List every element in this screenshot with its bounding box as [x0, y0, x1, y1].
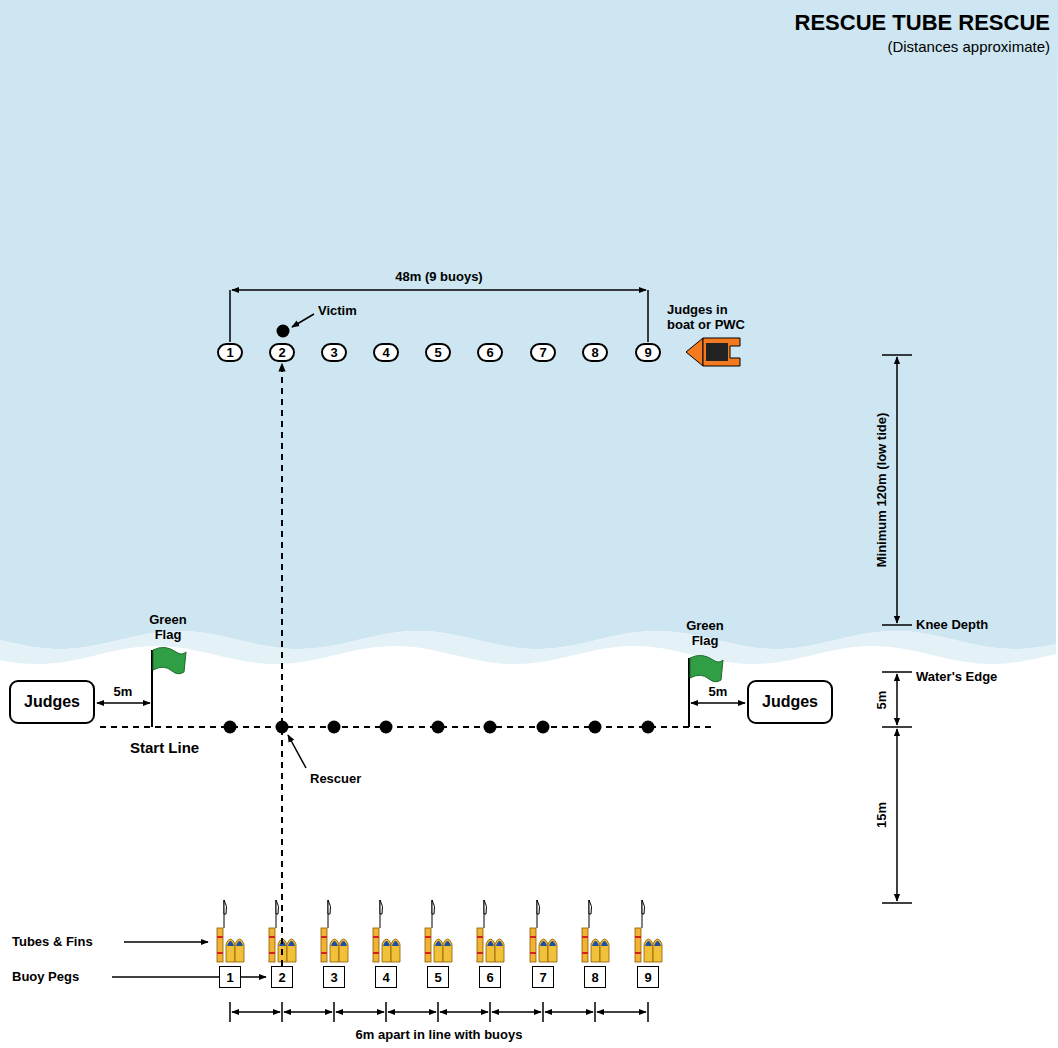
node-text: 4 [382, 345, 389, 360]
node-text: 5 [434, 970, 441, 985]
buoy-peg: 3 [323, 966, 345, 988]
node-text: 3 [330, 970, 337, 985]
part-label: Tubes & Fins [12, 935, 93, 950]
judges-box: Judges [9, 680, 95, 724]
buoy-peg: 9 [637, 966, 659, 988]
green-flags [152, 647, 723, 727]
node-text: Judges [762, 693, 818, 711]
flag-label: Green Flag [680, 619, 730, 649]
node-text: Judges [24, 693, 80, 711]
buoy-marker: 9 [635, 343, 661, 362]
buoy-marker: 2 [269, 343, 295, 362]
zone-label: Knee Depth [916, 618, 988, 633]
buoy-peg: 8 [584, 966, 606, 988]
rescuer-dots [224, 721, 655, 734]
subtitle: (Distances approximate) [887, 38, 1050, 55]
node-text: 8 [591, 970, 598, 985]
node-text: 6 [486, 345, 493, 360]
node-text: 1 [226, 970, 233, 985]
node-text: 5 [434, 345, 441, 360]
buoy-marker: 5 [425, 343, 451, 362]
buoy-marker: 7 [530, 343, 556, 362]
judges-boat [686, 338, 740, 366]
victim-pointer [292, 314, 314, 327]
tubes-pointer [124, 941, 208, 943]
buoy-marker: 4 [373, 343, 399, 362]
node-text: 3 [330, 345, 337, 360]
dimension-48m [230, 290, 648, 342]
callout-text: Rescuer [310, 772, 361, 787]
dimension-6m [230, 1002, 648, 1022]
dimension-text: 5m [709, 685, 728, 700]
node-text: 1 [226, 345, 233, 360]
rescuer-pointer [288, 735, 306, 768]
tubes-and-fins [217, 900, 662, 962]
part-label: Buoy Pegs [12, 970, 79, 985]
buoy-marker: 3 [321, 343, 347, 362]
buoy-peg: 4 [375, 966, 397, 988]
node-text: 8 [591, 345, 598, 360]
node-text: 9 [644, 970, 651, 985]
node-text: 2 [278, 345, 285, 360]
sea [0, 0, 1058, 649]
title: RESCUE TUBE RESCUE [795, 10, 1050, 35]
buoy-marker: 6 [477, 343, 503, 362]
node-text: 4 [382, 970, 389, 985]
line-label: Start Line [130, 739, 199, 756]
callout-text: Judges in boat or PWC [667, 303, 757, 333]
pegs-pointer [112, 976, 266, 978]
approach-path [281, 364, 283, 967]
dimension-text: 15m [875, 802, 890, 828]
dimension-text: 5m [875, 691, 890, 710]
dimension-text: 6m apart in line with buoys [356, 1028, 523, 1043]
buoy-peg: 6 [479, 966, 501, 988]
victim-dot [277, 325, 290, 338]
node-text: 2 [278, 970, 285, 985]
flag-label: Green Flag [143, 613, 193, 643]
judges-box: Judges [747, 680, 833, 724]
buoy-marker: 1 [217, 343, 243, 362]
dimension-text: 48m (9 buoys) [395, 270, 482, 285]
buoy-peg: 1 [219, 966, 241, 988]
dimension-text: 5m [114, 685, 133, 700]
node-text: 7 [539, 970, 546, 985]
node-text: 9 [644, 345, 651, 360]
buoy-marker: 8 [582, 343, 608, 362]
zone-label: Water's Edge [916, 670, 997, 685]
dimension-text: Minimum 120m (low tide) [875, 413, 890, 568]
buoy-peg: 7 [532, 966, 554, 988]
node-text: 6 [486, 970, 493, 985]
node-text: 7 [539, 345, 546, 360]
start-line [100, 726, 716, 728]
buoy-peg: 5 [427, 966, 449, 988]
judges-distance [97, 702, 745, 704]
buoy-peg: 2 [271, 966, 293, 988]
callout-text: Victim [318, 304, 357, 319]
